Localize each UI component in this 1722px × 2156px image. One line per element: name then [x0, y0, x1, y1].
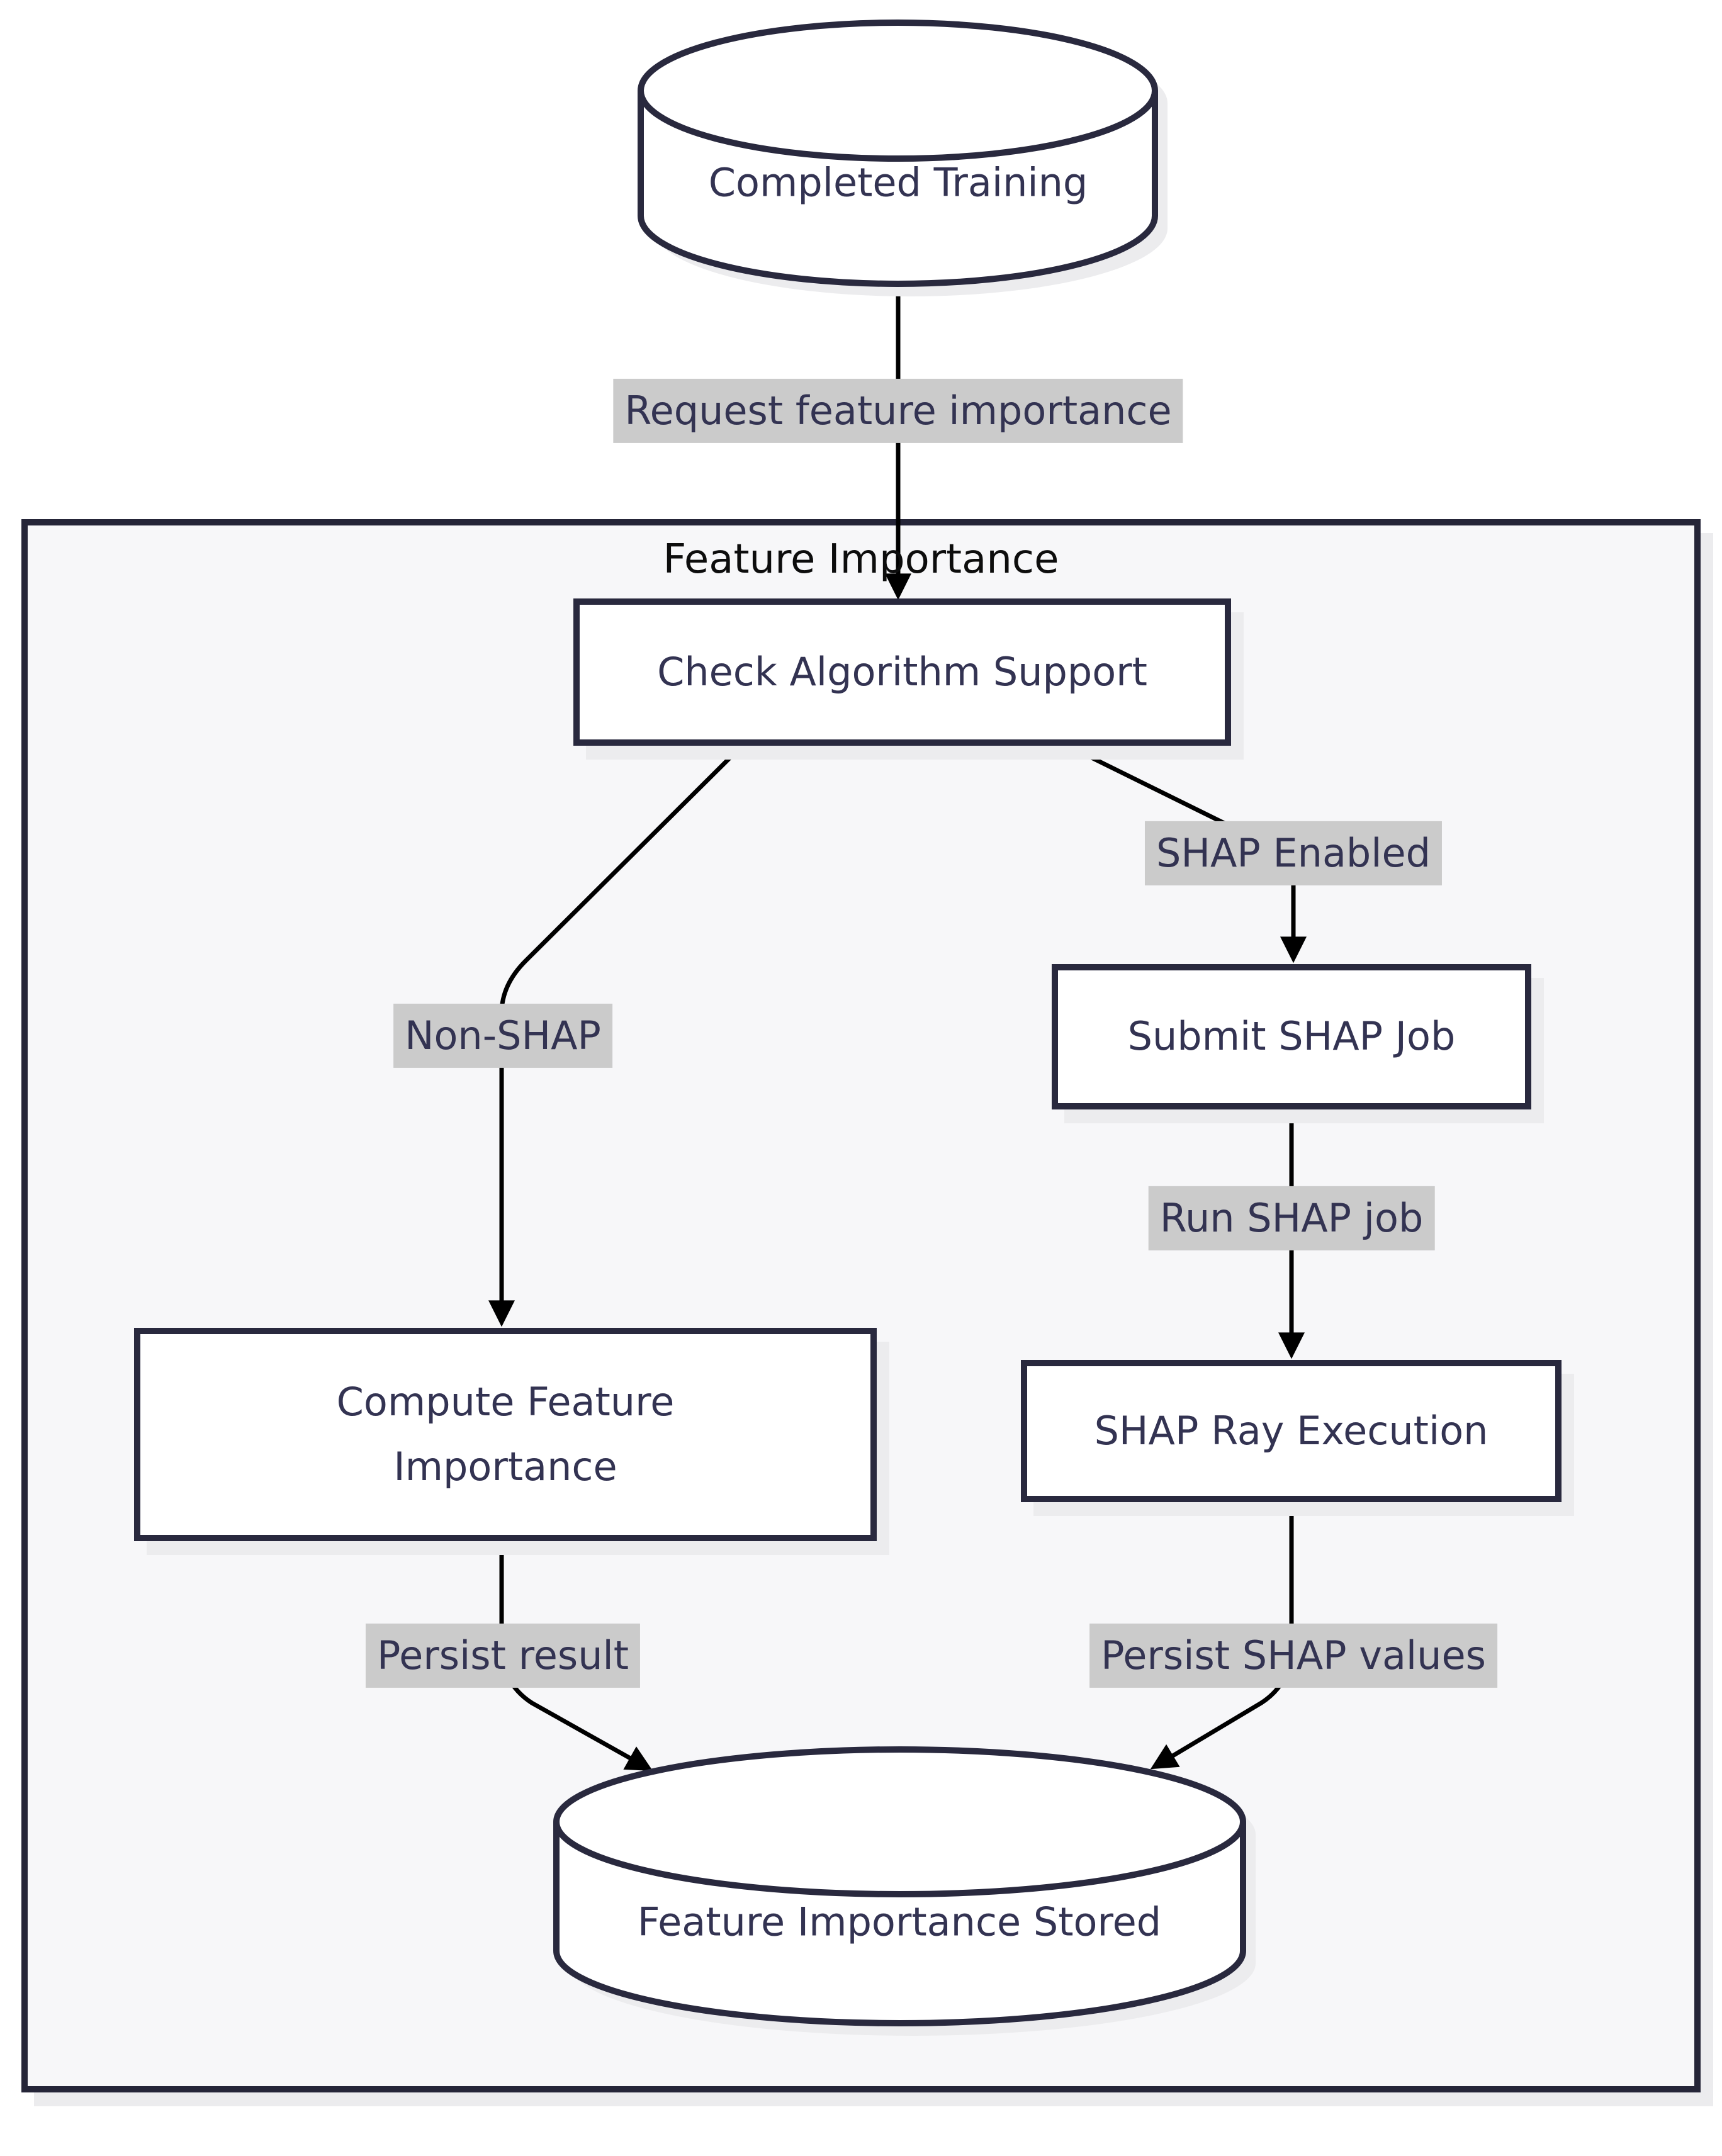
- node-label: SHAP Ray Execution: [1094, 1407, 1488, 1454]
- edge-label-shap-enabled: SHAP Enabled: [1144, 821, 1443, 886]
- node-shap-ray-execution: SHAP Ray Execution: [1021, 1360, 1562, 1502]
- edge-label-non-shap: Non-SHAP: [393, 1003, 612, 1069]
- subgraph-title: Feature Importance: [663, 536, 1059, 583]
- edge-label-persist-shap-values: Persist SHAP values: [1089, 1623, 1497, 1688]
- cylinder-top: [638, 20, 1158, 162]
- cylinder-top: [553, 1746, 1246, 1897]
- node-label: Submit SHAP Job: [1127, 1013, 1456, 1060]
- node-completed-training-label: Completed Training: [708, 159, 1088, 206]
- node-label: Check Algorithm Support: [657, 648, 1147, 695]
- edge-label-persist-result: Persist result: [365, 1623, 641, 1688]
- node-label: Compute Feature Importance: [336, 1379, 675, 1490]
- node-completed-training-shape: [638, 20, 1168, 297]
- node-compute-feature-importance: Compute Feature Importance: [134, 1328, 877, 1541]
- node-submit-shap-job: Submit SHAP Job: [1052, 964, 1531, 1109]
- edge-label-request-feature-importance: Request feature importance: [613, 378, 1183, 444]
- node-feature-importance-stored-label: Feature Importance Stored: [637, 1899, 1162, 1945]
- edge-label-run-shap-job: Run SHAP job: [1148, 1186, 1435, 1251]
- node-check-algorithm-support: Check Algorithm Support: [573, 598, 1231, 746]
- node-feature-importance-stored-shape: [553, 1746, 1256, 2036]
